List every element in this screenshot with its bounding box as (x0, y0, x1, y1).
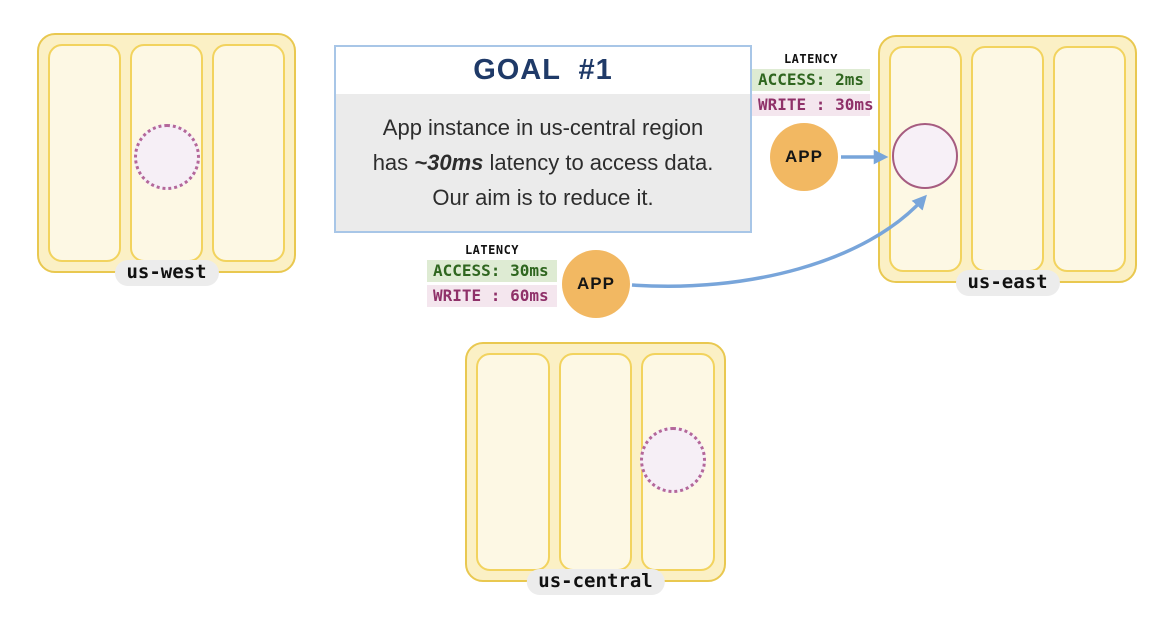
goal-body-line2-suffix: latency to access data. (483, 150, 714, 175)
goal-body-line1: App instance in us-central region (382, 115, 704, 140)
availability-zone (212, 44, 285, 262)
goal-body-line2: has ~30ms latency to access data. (373, 145, 714, 180)
latency-heading-central: LATENCY (464, 243, 520, 257)
us-west-zones (48, 44, 285, 262)
availability-zone (971, 46, 1044, 272)
region-label-us-west: us-west (114, 260, 219, 286)
availability-zone (558, 353, 633, 571)
region-us-west: us-west (37, 33, 296, 286)
latency-panel-central: LATENCY ACCESS: 30ms WRITE : 60ms (427, 243, 557, 307)
app-instance-central: APP (562, 250, 630, 318)
region-label-us-central: us-central (526, 569, 665, 595)
latency-access-badge-central: ACCESS: 30ms (427, 260, 557, 282)
goal-latency-emphasis: ~30ms (414, 150, 484, 175)
data-leaseholder-solid-circle (892, 123, 958, 189)
data-replica-dotted-circle (640, 427, 706, 493)
app-instance-east: APP (770, 123, 838, 191)
goal-callout-box: GOAL #1 App instance in us-central regio… (334, 45, 752, 233)
region-us-central: us-central (465, 342, 726, 595)
region-us-east: us-east (878, 35, 1137, 296)
latency-write-badge-east: WRITE : 30ms (752, 94, 874, 116)
latency-panel-east: LATENCY ACCESS: 2ms WRITE : 30ms (752, 52, 874, 116)
latency-access-badge-east: ACCESS: 2ms (752, 69, 870, 91)
availability-zone (1053, 46, 1126, 272)
goal-body-line2-prefix: has (372, 150, 415, 175)
goal-title: GOAL #1 (473, 54, 613, 86)
availability-zone (476, 353, 550, 571)
region-label-us-east: us-east (955, 270, 1060, 296)
data-replica-dotted-circle (134, 124, 200, 190)
goal-header: GOAL #1 (336, 47, 750, 94)
availability-zone (48, 44, 121, 262)
latency-write-badge-central: WRITE : 60ms (427, 285, 557, 307)
app-label-central: APP (577, 274, 615, 293)
goal-body-text: App instance in us-central region has ~3… (336, 94, 750, 231)
app-label-east: APP (785, 147, 823, 166)
goal-body-line3: Our aim is to reduce it. (432, 185, 654, 210)
latency-heading-east: LATENCY (783, 52, 839, 66)
